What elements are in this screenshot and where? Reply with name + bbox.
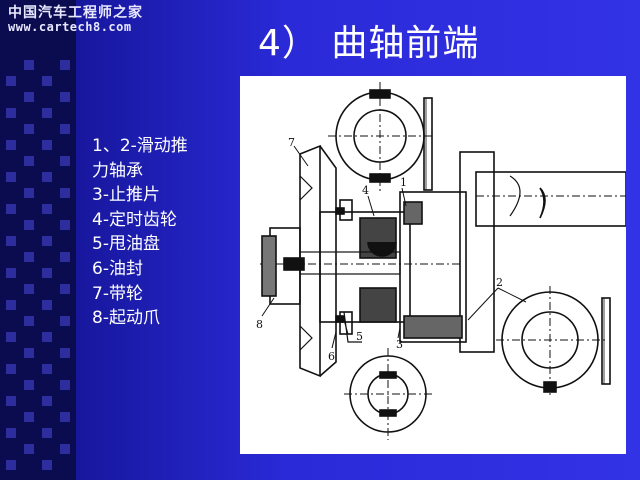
strip-square <box>60 316 70 326</box>
legend-list: 1、2-滑动推 力轴承 3-止推片 4-定时齿轮 5-甩油盘 6-油封 7-带轮… <box>92 134 188 331</box>
strip-square <box>42 300 52 310</box>
strip-square <box>24 188 34 198</box>
strip-square <box>24 156 34 166</box>
strip-square <box>60 412 70 422</box>
strip-square <box>6 428 16 438</box>
strip-square <box>42 332 52 342</box>
strip-square <box>6 236 16 246</box>
strip-square <box>24 348 34 358</box>
strip-square <box>24 92 34 102</box>
legend-item: 力轴承 <box>92 160 143 181</box>
strip-square <box>24 220 34 230</box>
strip-square <box>24 284 34 294</box>
strip-square <box>24 252 34 262</box>
legend-item: 7-带轮 <box>92 283 143 304</box>
strip-square <box>42 364 52 374</box>
strip-square <box>42 396 52 406</box>
strip-square <box>42 236 52 246</box>
strip-square <box>60 124 70 134</box>
strip-square <box>42 428 52 438</box>
strip-square <box>42 460 52 470</box>
strip-square <box>42 140 52 150</box>
watermark: 中国汽车工程师之家 www.cartech8.com <box>8 5 143 35</box>
strip-square <box>24 444 34 454</box>
legend-item: 8-起动爪 <box>92 308 160 329</box>
strip-square <box>42 172 52 182</box>
strip-square <box>60 60 70 70</box>
strip-square <box>6 108 16 118</box>
strip-square <box>24 316 34 326</box>
strip-square <box>60 92 70 102</box>
figure-labels: 7 4 1 2 3 5 6 8 <box>256 136 503 363</box>
legend-item: 5-甩油盘 <box>92 234 160 255</box>
label-8: 8 <box>256 318 263 331</box>
label-6: 6 <box>328 350 335 363</box>
strip-square <box>6 76 16 86</box>
label-3: 3 <box>396 338 403 351</box>
strip-square <box>42 76 52 86</box>
label-2: 2 <box>496 276 503 289</box>
bottom-thrust-washer <box>344 348 432 440</box>
label-1: 1 <box>400 176 407 189</box>
pulley <box>261 144 337 378</box>
watermark-line2: www.cartech8.com <box>8 20 132 35</box>
strip-square <box>60 220 70 230</box>
legend-item: 6-油封 <box>92 258 143 279</box>
watermark-line1: 中国汽车工程师之家 <box>8 5 143 21</box>
strip-square <box>6 332 16 342</box>
strip-square <box>60 444 70 454</box>
legend-item: 1、2-滑动推 <box>92 136 188 156</box>
strip-square <box>60 380 70 390</box>
oil-seal <box>335 199 362 343</box>
label-4: 4 <box>362 184 369 197</box>
strip-square <box>24 412 34 422</box>
strip-square <box>6 300 16 310</box>
strip-square <box>6 140 16 150</box>
strip-square <box>6 268 16 278</box>
side-strip <box>0 0 76 480</box>
strip-square <box>6 172 16 182</box>
strip-square <box>6 460 16 470</box>
top-thrust-washer <box>328 82 433 191</box>
legend-item: 3-止推片 <box>92 185 160 206</box>
strip-square <box>42 108 52 118</box>
strip-square <box>60 284 70 294</box>
crankshaft-front-figure: 7 4 1 2 3 5 6 8 <box>240 76 627 454</box>
strip-square <box>24 380 34 390</box>
strip-square <box>6 364 16 374</box>
strip-square <box>6 204 16 214</box>
strip-square <box>60 188 70 198</box>
slide-title: 4） 曲轴前端 <box>258 23 480 64</box>
leader-lines <box>261 145 527 349</box>
strip-square <box>60 252 70 262</box>
label-7: 7 <box>288 136 295 149</box>
crankshaft-drawing: 7 4 1 2 3 5 6 8 <box>256 82 627 440</box>
strip-square <box>24 124 34 134</box>
strip-square <box>24 60 34 70</box>
right-thrust-bearing <box>496 286 611 396</box>
main-assembly <box>260 191 467 343</box>
legend-item: 4-定时齿轮 <box>92 209 177 230</box>
crankshaft-web <box>459 151 627 353</box>
strip-square <box>60 348 70 358</box>
label-5: 5 <box>356 330 363 343</box>
strip-square <box>60 156 70 166</box>
strip-square <box>42 268 52 278</box>
strip-square <box>42 204 52 214</box>
strip-square <box>6 396 16 406</box>
